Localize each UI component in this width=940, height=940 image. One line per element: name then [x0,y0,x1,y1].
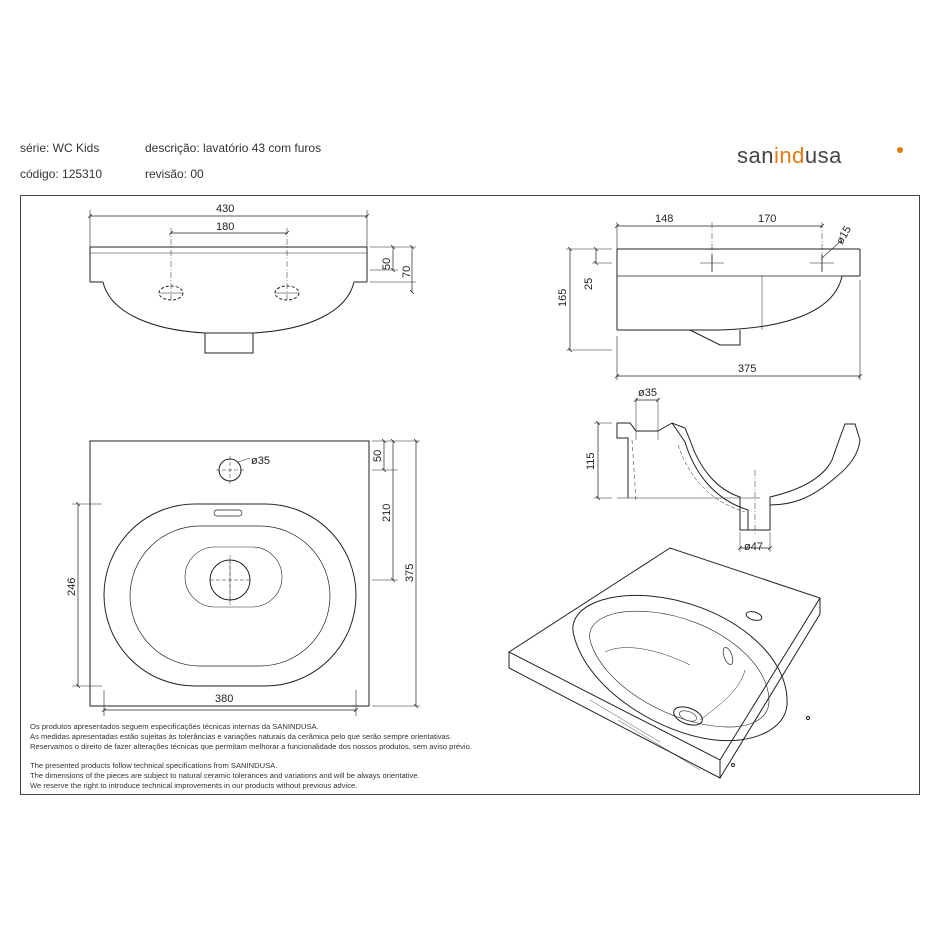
notes-english: The presented products follow technical … [30,761,420,791]
codigo-label: código: 125310 [20,167,103,181]
revisao-label: revisão: 00 [145,167,204,181]
dim-d47: ø47 [744,541,763,553]
dim-148: 148 [655,213,673,225]
dim-375-top: 375 [404,564,416,582]
dim-165: 165 [557,289,569,307]
dim-210: 210 [381,504,393,522]
dim-50-top: 50 [372,450,384,462]
dim-375-side: 375 [738,363,756,375]
note-en-3: We reserve the right to introduce techni… [30,781,358,790]
dim-d35-section: ø35 [638,387,657,399]
note-en-2: The dimensions of the pieces are subject… [30,771,420,780]
serie-label: série: WC Kids [20,141,100,155]
dim-d35-top: ø35 [251,455,270,467]
sanindusa-logo: sanindusa [737,143,842,168]
dim-70-front: 70 [401,266,413,278]
dim-50-front: 50 [381,258,393,270]
dim-246: 246 [66,578,78,596]
note-en-1: The presented products follow technical … [30,761,278,770]
descricao-label: descrição: lavatório 43 com furos [145,141,322,155]
dim-430: 430 [216,203,234,215]
dim-d15: ø15 [834,224,854,246]
dim-180: 180 [216,221,234,233]
dim-115: 115 [585,452,597,470]
drawing-frame [20,195,920,795]
side-view [566,222,860,380]
isometric-view [508,547,821,779]
front-view [90,210,416,354]
top-view [72,441,420,716]
note-pt-2: As medidas apresentadas estão sujeitas à… [30,732,452,741]
logo-dot-icon [897,147,903,153]
notes-portuguese: Os produtos apresentados seguem especifi… [30,722,472,752]
note-pt-3: Reservamos o direito de fazer alterações… [30,742,472,751]
dim-170: 170 [758,213,776,225]
dim-25: 25 [583,278,595,290]
note-pt-1: Os produtos apresentados seguem especifi… [30,722,319,731]
section-view [594,398,861,552]
dim-380: 380 [215,693,233,705]
